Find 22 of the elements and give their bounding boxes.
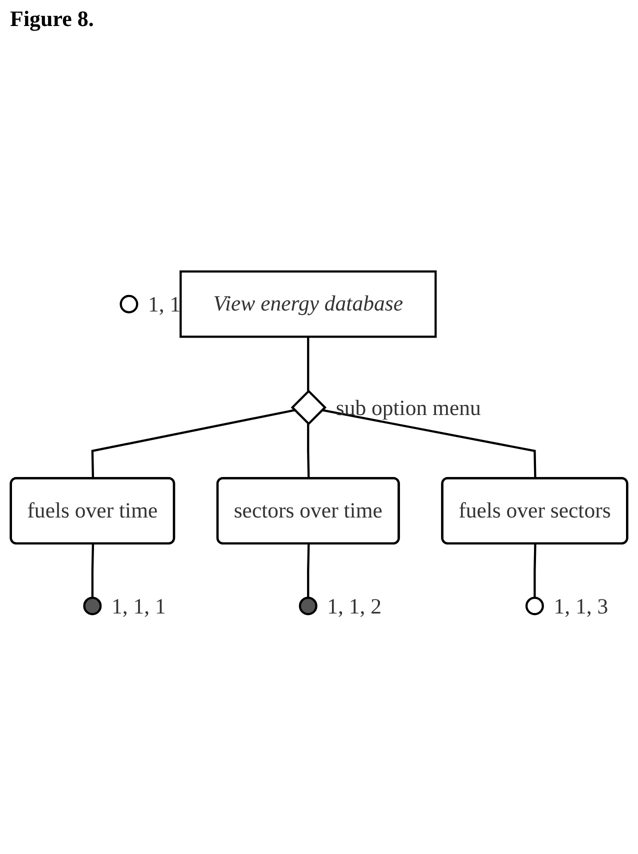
connector-line	[307, 336, 310, 392]
node-caption: 1, 1, 1	[111, 594, 166, 619]
connector-line	[307, 424, 310, 479]
node-caption: 1, 1, 3	[554, 594, 608, 619]
node-caption: 1, 1	[148, 292, 181, 317]
process-box: View energy database	[180, 270, 437, 338]
connector-line	[91, 544, 94, 598]
connector-line	[91, 409, 295, 479]
circle-node	[525, 596, 544, 616]
circle-node	[83, 596, 102, 616]
figure-title: Figure 8.	[10, 6, 94, 32]
rounded-box: fuels over sectors	[441, 477, 628, 544]
circle-node	[120, 294, 138, 314]
node-caption: sub option menu	[336, 396, 481, 420]
connector-line	[322, 409, 536, 479]
rounded-box: sectors over time	[216, 477, 400, 544]
decision-diamond	[290, 390, 327, 426]
rounded-box: fuels over time	[10, 477, 176, 544]
circle-node	[298, 596, 318, 616]
node-caption: 1, 1, 2	[327, 594, 382, 619]
connector-line	[307, 544, 310, 598]
connector-line	[534, 544, 536, 598]
